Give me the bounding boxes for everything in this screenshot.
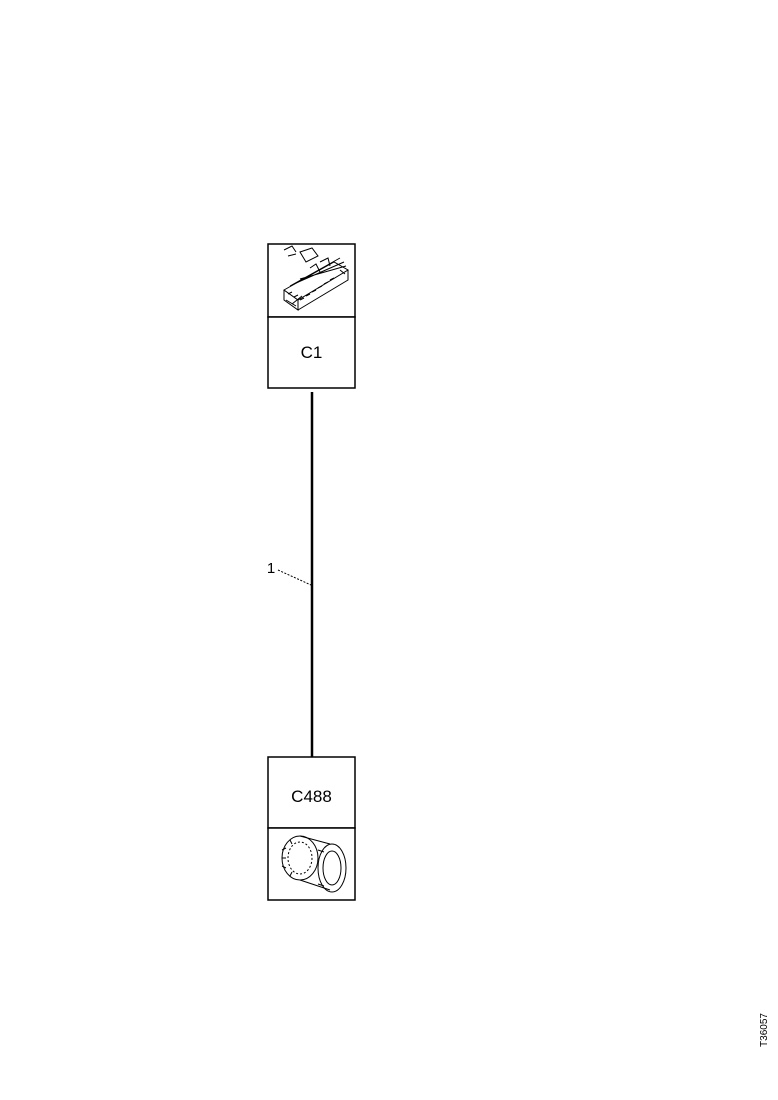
harness-callout-leader (277, 569, 312, 586)
connector-block-icon (283, 245, 349, 311)
connector-c1-label: C1 (301, 343, 323, 362)
connector-c1-image-box (267, 243, 356, 318)
connector-c488[interactable]: C488 (267, 756, 356, 901)
round-connector-icon (281, 835, 347, 893)
connector-c1-label-box (267, 316, 356, 389)
figure-reference: T36057 (759, 1013, 770, 1047)
harness-callout-number: 1 (267, 560, 275, 577)
connector-c488-label: C488 (291, 787, 332, 806)
connector-c1[interactable]: C1 (267, 243, 356, 389)
